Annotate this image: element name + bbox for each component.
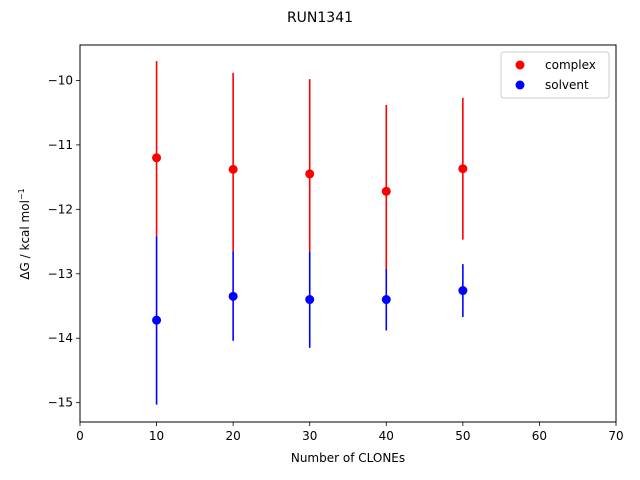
y-axis-label-exponent: −1	[17, 188, 26, 200]
y-tick-label: −10	[48, 73, 73, 87]
y-tick-label: −14	[48, 331, 73, 345]
x-tick-label: 70	[608, 429, 623, 443]
solvent-point	[152, 315, 162, 325]
y-tick-label: −13	[48, 267, 73, 281]
x-tick-label: 60	[532, 429, 547, 443]
y-axis-label: ΔG / kcal mol−1	[17, 188, 32, 279]
x-tick-label: 30	[302, 429, 317, 443]
complex-point	[305, 169, 315, 179]
solvent-point	[228, 291, 238, 301]
solvent-point	[381, 295, 391, 305]
x-tick-label: 50	[455, 429, 470, 443]
x-tick-label: 10	[149, 429, 164, 443]
legend-box	[500, 51, 610, 99]
legend-marker-complex	[515, 60, 525, 70]
y-tick-label: −11	[48, 138, 73, 152]
y-axis-label-main: ΔG / kcal mol	[18, 200, 32, 280]
chart-title: RUN1341	[287, 10, 353, 26]
x-axis: 0 10 20 30 40 50 60 70	[76, 422, 624, 443]
x-tick-label: 0	[76, 429, 84, 443]
x-tick-label: 20	[226, 429, 241, 443]
chart-marks	[152, 61, 468, 405]
legend-label-solvent: solvent	[545, 78, 589, 92]
y-tick-label: −15	[48, 396, 73, 410]
legend-marker-solvent	[515, 80, 525, 90]
legend-label-complex: complex	[545, 58, 596, 72]
plot-frame	[79, 44, 617, 423]
solvent-point	[458, 286, 468, 296]
complex-point	[381, 186, 391, 196]
legend: complex solvent	[500, 51, 610, 99]
complex-point	[458, 164, 468, 174]
y-tick-label: −12	[48, 202, 73, 216]
x-axis-label: Number of CLONEs	[291, 451, 405, 465]
solvent-point	[305, 295, 315, 305]
complex-point	[228, 164, 238, 174]
x-tick-label: 40	[379, 429, 394, 443]
complex-point	[152, 153, 162, 163]
y-axis: −15 −14 −13 −12 −11 −10	[48, 73, 80, 410]
